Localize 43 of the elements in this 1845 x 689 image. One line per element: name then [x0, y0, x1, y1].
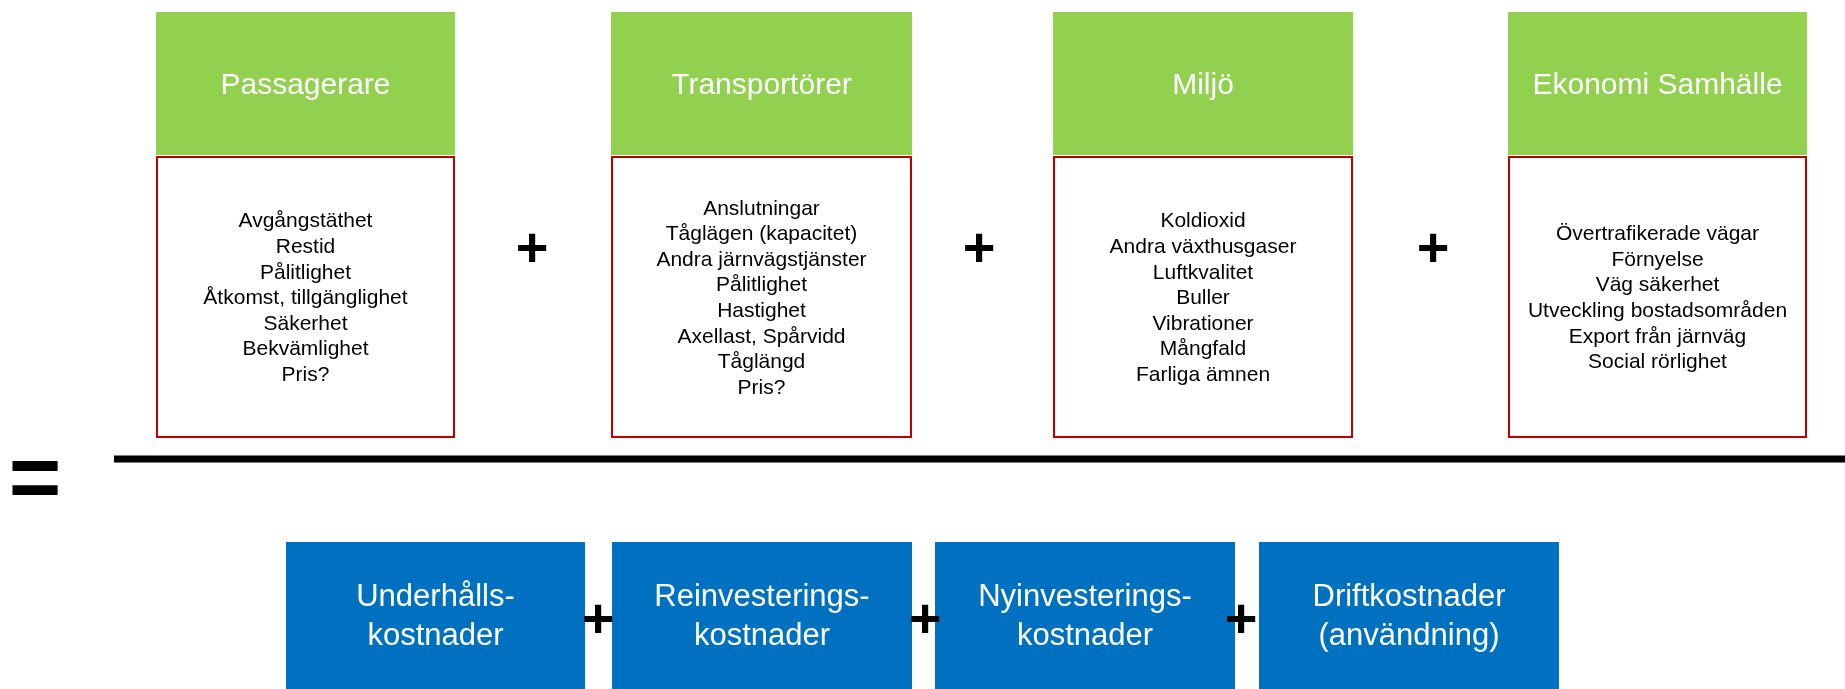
category-header: Transportörer — [611, 12, 912, 155]
criteria-box — [611, 156, 912, 438]
equals-sign: = — [8, 432, 62, 522]
category-header: Passagerare — [156, 12, 455, 155]
criterion-text: Övertrafikerade vägar — [1555, 220, 1760, 246]
criterion-text: Hastighet — [717, 297, 806, 323]
category-header: Ekonomi Samhälle — [1508, 12, 1807, 155]
criteria-box — [156, 156, 455, 438]
criterion-text: Koldioxid — [1160, 207, 1246, 233]
criterion-text: Förnyelse — [1611, 245, 1704, 272]
criterion-text: Restid — [275, 232, 336, 259]
criterion-text: Mångfald — [1159, 335, 1247, 361]
criterion-text: Bekvämlighet — [242, 335, 369, 361]
criterion-text: Pålitlighet — [715, 271, 808, 297]
criterion-text: Social rörlighet — [1588, 348, 1727, 374]
criterion-text: Luftkvalitet — [1152, 258, 1254, 285]
criterion-text: Andra växthusgaser — [1109, 232, 1297, 259]
criterion-text: Andra järnvägstjänster — [656, 245, 867, 272]
criterion-text: Pris? — [281, 361, 330, 387]
cost-box: Reinvesterings- kostnader — [612, 542, 912, 689]
criterion-text: Åtkomst, tillgänglighet — [203, 284, 408, 310]
criteria-box — [1053, 156, 1353, 438]
criterion-text: Pålitlighet — [259, 258, 352, 285]
plus-sign: + — [962, 219, 996, 275]
criterion-text: Pris? — [737, 373, 786, 400]
plus-sign: + — [1416, 219, 1450, 275]
criterion-text: Säkerhet — [263, 309, 348, 336]
criterion-text: Vibrationer — [1152, 309, 1254, 336]
criterion-text: Anslutningar — [703, 194, 820, 221]
criterion-text: Utveckling bostadsområden — [1527, 297, 1788, 323]
category-header: Miljö — [1053, 12, 1353, 155]
cost-box: Driftkostnader (användning) — [1259, 542, 1559, 689]
criteria-box — [1508, 156, 1807, 438]
criterion-text: Farliga ämnen — [1135, 361, 1271, 387]
criterion-text: Tåglängd — [717, 348, 806, 374]
criterion-text: Väg säkerhet — [1595, 271, 1720, 297]
criterion-text: Buller — [1176, 284, 1230, 310]
criterion-text: Export från järnväg — [1568, 322, 1747, 349]
cost-box: Underhålls- kostnader — [286, 542, 585, 689]
criterion-text: Tåglägen (kapacitet) — [665, 220, 858, 246]
plus-sign: + — [515, 219, 549, 275]
criterion-text: Axellast, Spårvidd — [677, 322, 846, 349]
criterion-text: Avgångstäthet — [238, 207, 373, 233]
